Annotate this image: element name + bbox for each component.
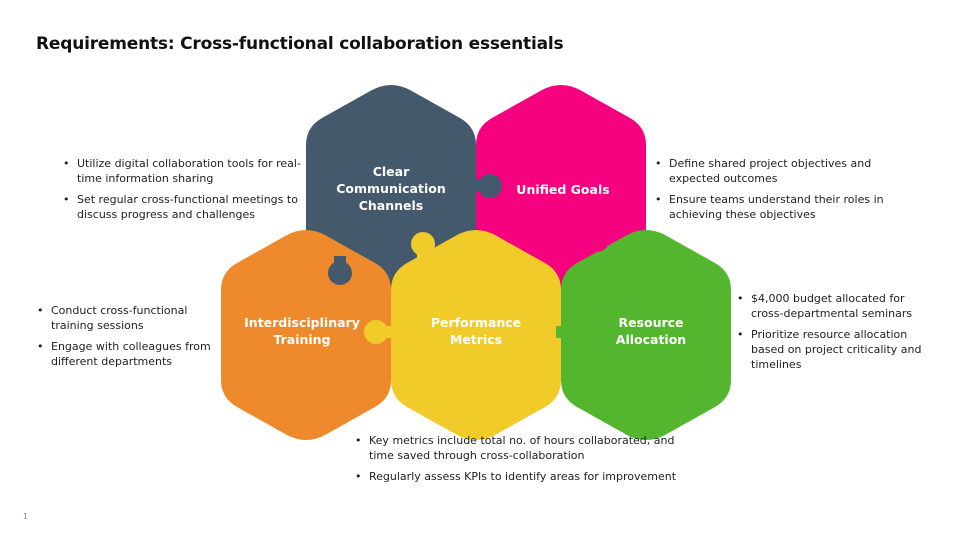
knob-resources-into-metrics (565, 320, 589, 344)
note-item: Key metrics include total no. of hours c… (354, 433, 684, 463)
note-item: Prioritize resource allocation based on … (736, 327, 936, 372)
label-communication: Clear Communication Channels (336, 164, 446, 213)
note-item: Conduct cross-functional training sessio… (36, 303, 214, 333)
knob-neck-goals (591, 226, 603, 238)
note-item: Utilize digital collaboration tools for … (62, 156, 302, 186)
label-goals: Unified Goals (516, 182, 610, 197)
note-item: Set regular cross-functional meetings to… (62, 192, 302, 222)
knob-neck-communication-2 (334, 256, 346, 268)
hex-metrics (391, 230, 561, 440)
knob-neck-metrics (417, 248, 429, 262)
notes-goals: Define shared project objectives and exp… (654, 156, 894, 228)
notes-resources: $4,000 budget allocated for cross-depart… (736, 291, 936, 378)
notes-metrics: Key metrics include total no. of hours c… (354, 433, 684, 490)
notes-communication: Utilize digital collaboration tools for … (62, 156, 302, 228)
note-item: Ensure teams understand their roles in a… (654, 192, 894, 222)
knob-neck-metrics-2 (382, 326, 396, 338)
page-number: 1 (23, 512, 29, 521)
label-metrics: Performance Metrics (430, 315, 522, 347)
hex-training (221, 230, 391, 440)
label-training: Interdisciplinary Training (244, 315, 360, 347)
note-item: Engage with colleagues from different de… (36, 339, 214, 369)
note-item: $4,000 budget allocated for cross-depart… (736, 291, 936, 321)
notes-training: Conduct cross-functional training sessio… (36, 303, 214, 375)
note-item: Regularly assess KPIs to identify areas … (354, 469, 684, 484)
page-title: Requirements: Cross-functional collabora… (36, 34, 564, 54)
hex-resources (561, 230, 731, 440)
label-resources: Resource Allocation (615, 315, 687, 347)
knob-neck-communication (472, 180, 486, 192)
knob-neck-resources (556, 326, 570, 338)
note-item: Define shared project objectives and exp… (654, 156, 894, 186)
